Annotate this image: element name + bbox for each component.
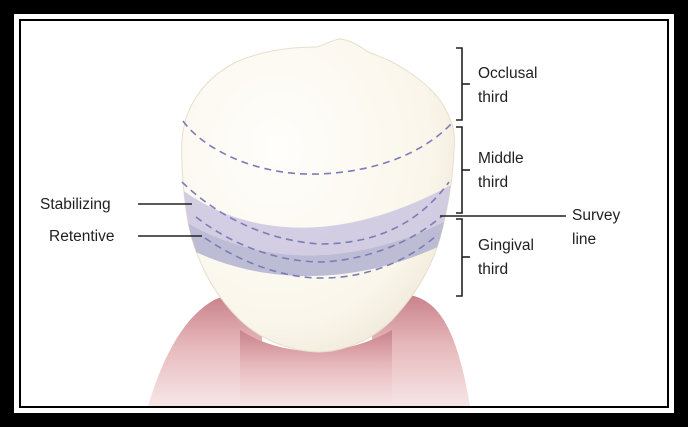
gingival-bracket [456,219,462,296]
gingival-third-label: Gingival third [478,237,538,278]
middle-third-label: Middle third [478,150,528,191]
occlusal-bracket [456,48,462,120]
occlusal-third-label: Occlusal third [478,65,542,106]
retentive-label: Retentive [49,228,114,245]
survey-line-label: Survey line [572,207,625,248]
middle-bracket [456,127,462,213]
stabilizing-label: Stabilizing [40,196,111,213]
